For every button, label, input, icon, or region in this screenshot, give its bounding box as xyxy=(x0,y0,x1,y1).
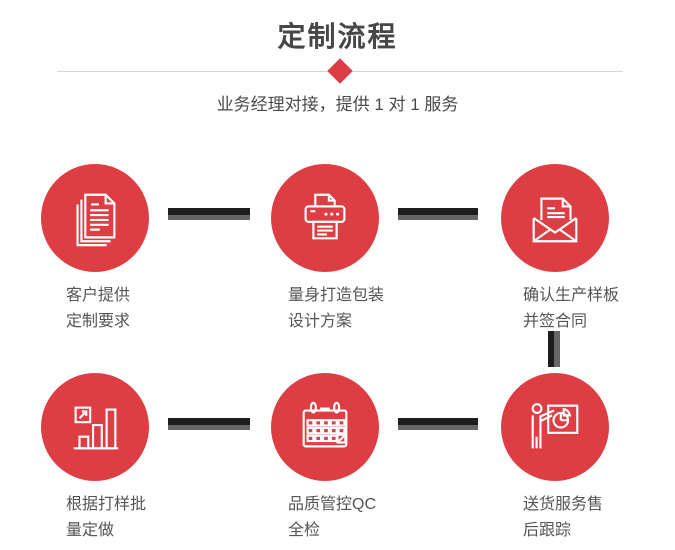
step-circle xyxy=(501,373,609,481)
step-circle xyxy=(271,373,379,481)
step-label: 根据打样批 量定做 xyxy=(66,496,147,539)
page-subtitle: 业务经理对接，提供 1 对 1 服务 xyxy=(216,95,459,114)
step-label: 量身打造包装 设计方案 xyxy=(288,287,385,330)
connector-line xyxy=(398,208,478,220)
envelope-icon xyxy=(532,197,578,243)
calendar-icon xyxy=(302,401,348,448)
presenter-icon xyxy=(531,403,579,449)
step-label: 确认生产样板 并签合同 xyxy=(523,287,620,330)
step-label: 品质管控QC 全检 xyxy=(288,496,377,539)
step-label: 客户提供 定制要求 xyxy=(66,287,131,330)
bar-chart-icon xyxy=(73,406,119,450)
connector-line xyxy=(168,418,250,430)
connector-line xyxy=(548,331,560,367)
connector-line xyxy=(398,418,478,430)
printer-icon xyxy=(304,193,346,240)
step-circle xyxy=(41,373,149,481)
step-circle xyxy=(271,164,379,272)
documents-icon xyxy=(76,193,116,247)
diamond-icon xyxy=(327,58,353,84)
step-circle xyxy=(501,164,609,272)
connector-line xyxy=(168,208,250,220)
step-circle xyxy=(41,164,149,272)
step-label: 送货服务售 后跟踪 xyxy=(523,496,604,539)
page-title: 定制流程 xyxy=(277,21,398,52)
